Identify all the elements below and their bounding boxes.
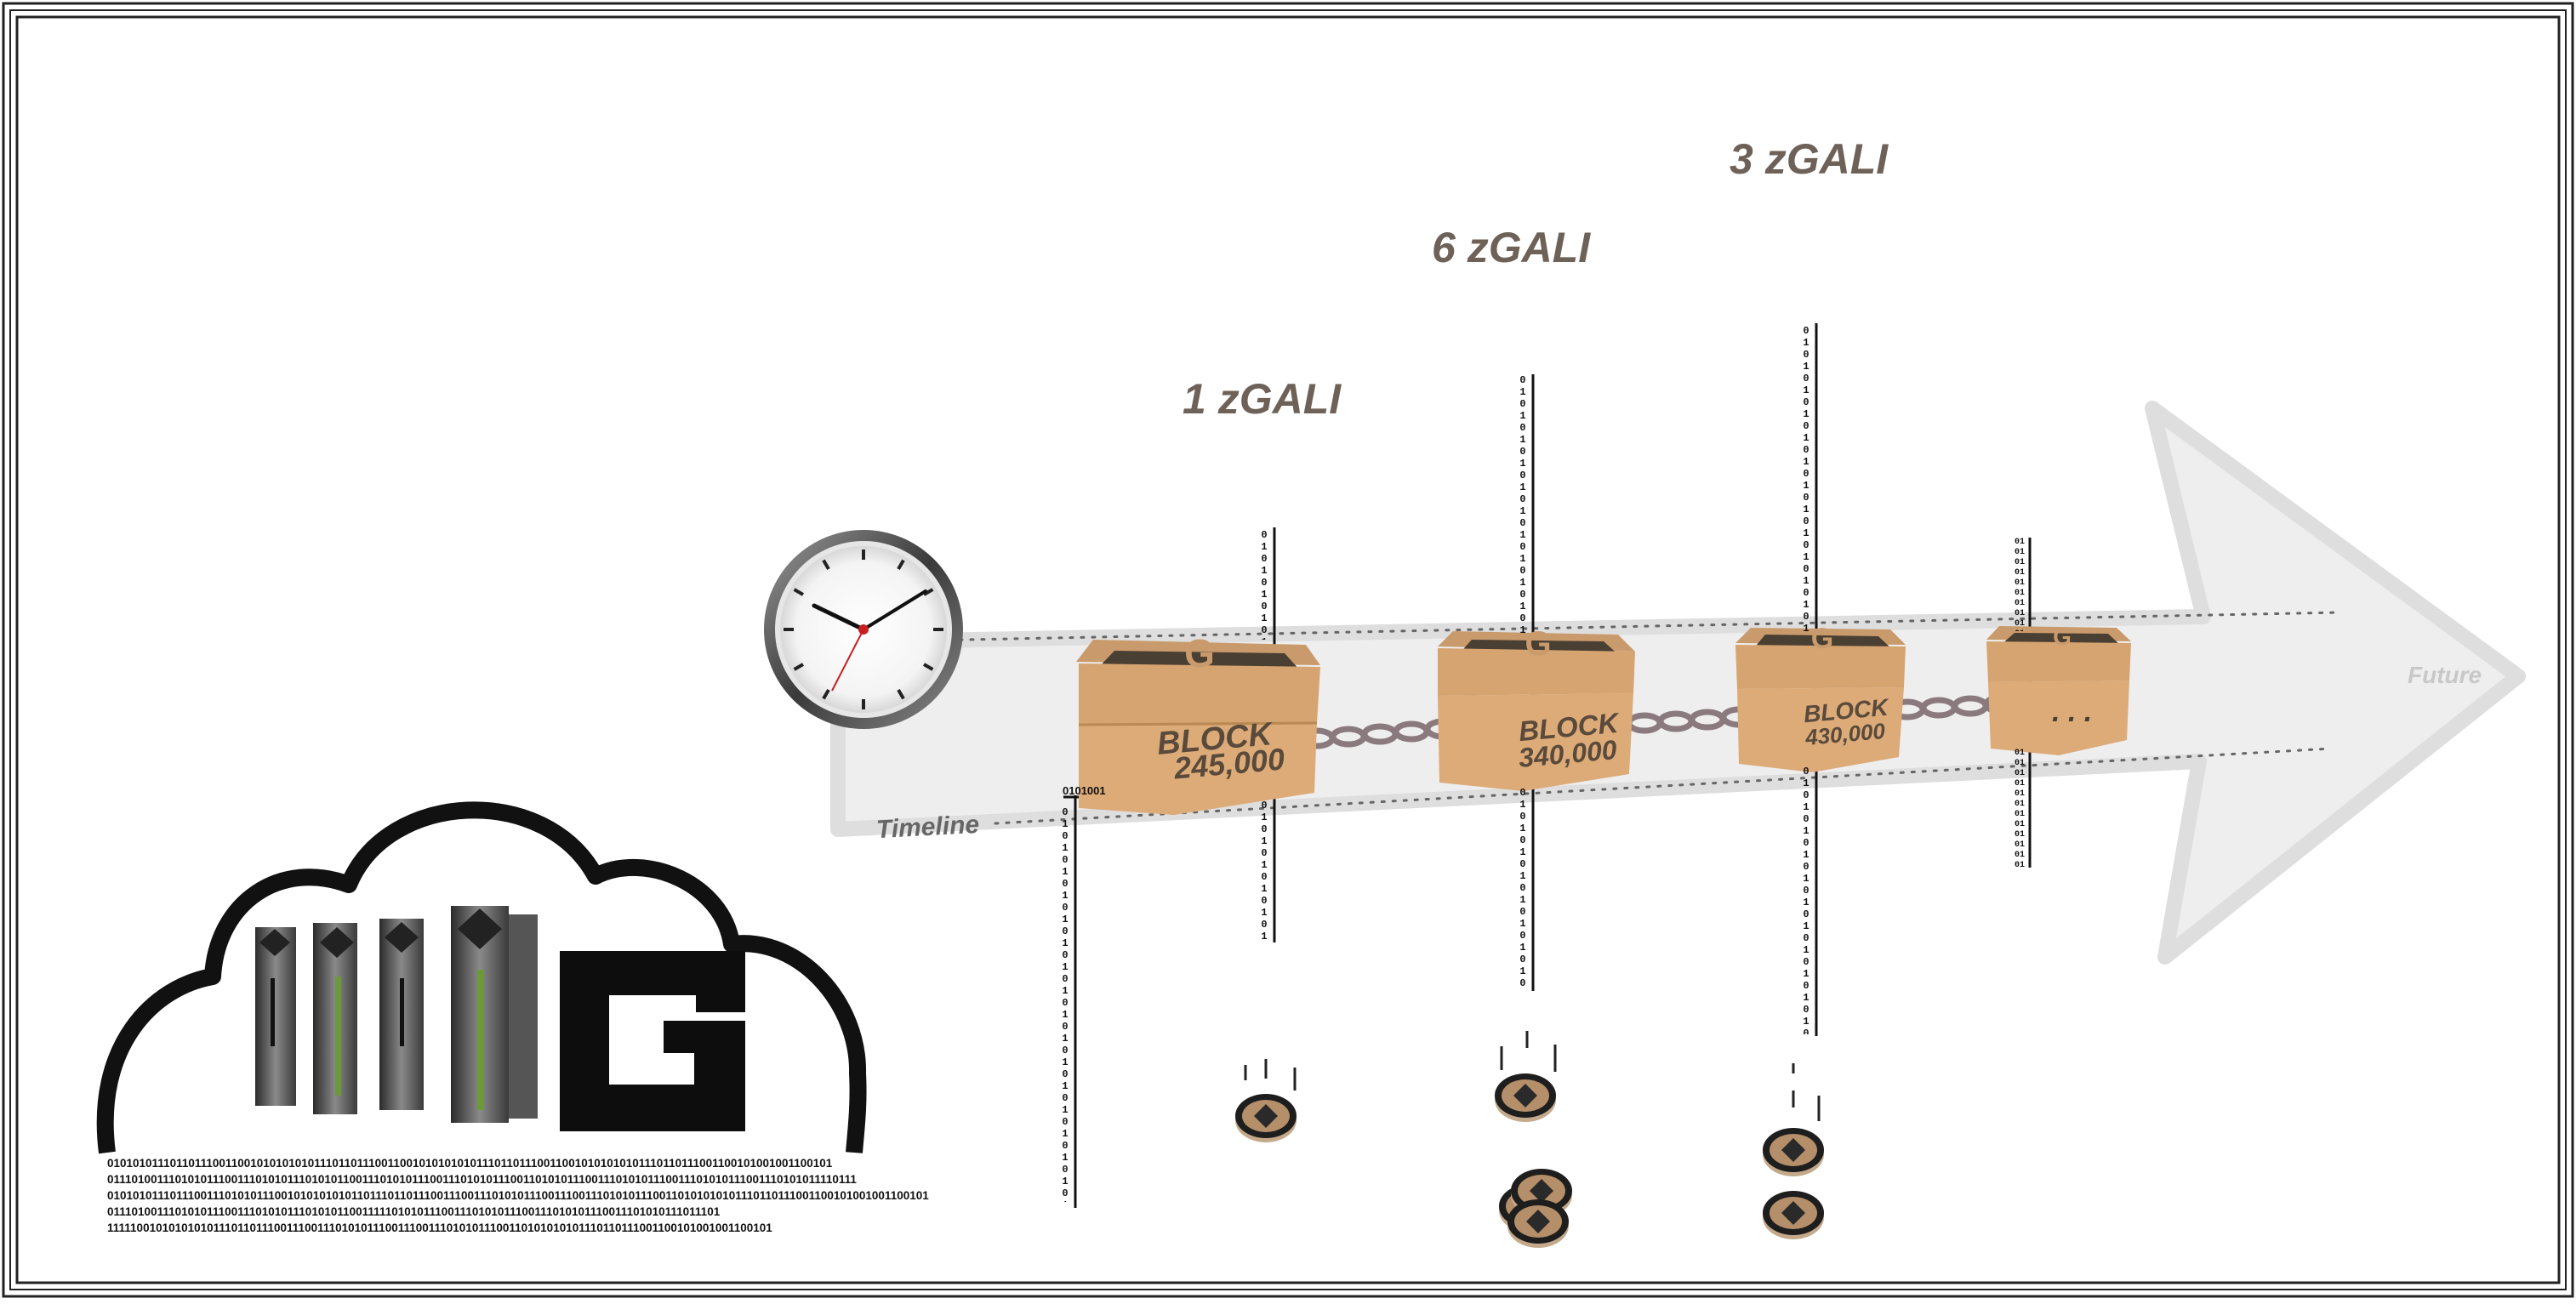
clock-tick bbox=[822, 689, 830, 700]
svg-text:G: G bbox=[1811, 623, 1833, 655]
clock-tick bbox=[793, 663, 804, 671]
coin-icon bbox=[1495, 1073, 1556, 1122]
coin-icon bbox=[1235, 1073, 1824, 1248]
svg-text:G: G bbox=[1184, 631, 1215, 675]
clock-tick bbox=[923, 588, 934, 596]
clock-tick bbox=[897, 559, 905, 570]
clock-tick bbox=[897, 689, 905, 700]
coin-icon bbox=[1763, 1128, 1824, 1176]
coin-icon bbox=[1763, 1191, 1824, 1239]
clock-tick bbox=[793, 588, 804, 596]
g-logo-icon bbox=[560, 951, 745, 1131]
block-box-1: G bbox=[1076, 631, 1320, 815]
coin-icon bbox=[1507, 1199, 1569, 1248]
svg-text:G: G bbox=[2053, 624, 2072, 650]
timeline-dotted-bottom bbox=[994, 747, 2333, 825]
coin-motion-lines bbox=[1244, 1031, 1821, 1121]
clock-tick bbox=[822, 559, 830, 570]
clock-tick bbox=[923, 663, 934, 671]
block-box-2: G bbox=[1438, 625, 1635, 791]
clock-icon bbox=[764, 530, 963, 729]
block-box-4: G bbox=[1986, 624, 2131, 755]
coin-icon bbox=[1235, 1094, 1297, 1142]
timeline-arrow bbox=[830, 401, 2526, 965]
cloud-server-icon bbox=[96, 801, 867, 1154]
svg-text:G: G bbox=[1525, 625, 1551, 663]
timeline-dotted-top bbox=[836, 611, 2341, 644]
block-box-3: G bbox=[1735, 623, 1906, 772]
